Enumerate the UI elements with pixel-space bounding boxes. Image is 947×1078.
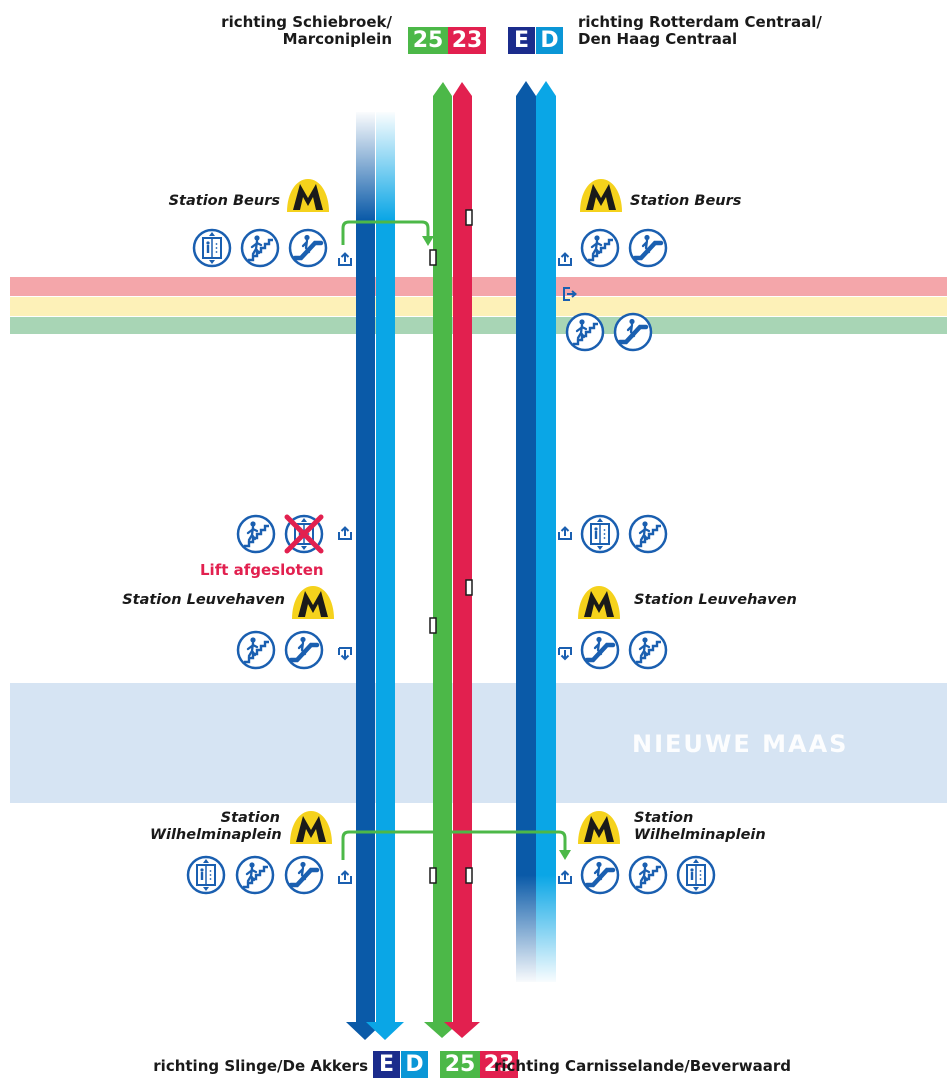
stairs-icon [628, 630, 668, 670]
stairs-icon [236, 514, 276, 554]
river-band [10, 683, 947, 803]
tram-badge-23-bottom: 23 [480, 1051, 518, 1078]
top-right-direction: richting Rotterdam Centraal/ Den Haag Ce… [578, 14, 838, 48]
stairs-icon [628, 855, 668, 895]
exit-icon [338, 526, 352, 540]
station-label-leuvehaven-left: Station Leuvehaven [122, 592, 285, 608]
escalator-icon [290, 230, 326, 266]
station-label-wilhelminaplein-right: Station Wilhelminaplein [634, 810, 774, 844]
escalator-icon [286, 632, 322, 668]
lift-icon [676, 855, 716, 895]
metro-logo-icon [578, 586, 620, 619]
exit-icon [558, 252, 572, 266]
metro-badge-d-bottom: D [401, 1051, 428, 1078]
station-label-line: Wilhelminaplein [634, 827, 766, 843]
direction-line: Den Haag Centraal [578, 30, 738, 48]
exit-icon [558, 647, 572, 660]
station-label-wilhelminaplein-left: Station Wilhelminaplein [150, 810, 282, 844]
metro-logo-icon [580, 179, 622, 212]
band-red [10, 277, 947, 296]
top-left-direction: richting Schiebroek/ Marconiplein [196, 14, 392, 48]
bottom-right-direction: richting Carnisselande/Beverwaard [494, 1057, 791, 1075]
metro-track-right [512, 81, 560, 985]
lift-icon [580, 514, 620, 554]
metro-logo-icon [287, 179, 329, 212]
lift-closed-cross-icon [284, 514, 324, 554]
transfer-arrows [341, 220, 567, 860]
lift-icon [186, 855, 226, 895]
station-label-beurs-right: Station Beurs [630, 193, 742, 209]
metro-badge-e: E [508, 27, 535, 54]
exit-icon [558, 870, 572, 884]
metro-track-left [344, 110, 406, 1040]
station-label-leuvehaven-right: Station Leuvehaven [634, 592, 797, 608]
river-label: NIEUWE MAAS [632, 730, 849, 758]
exit-icon [558, 526, 572, 540]
stairs-icon [235, 855, 275, 895]
metro-logo-icon [578, 811, 620, 844]
station-label-line: Wilhelminaplein [150, 827, 282, 843]
station-label-line: Station [220, 810, 280, 826]
escalator-icon [582, 857, 618, 893]
tram-track [424, 82, 480, 1038]
exit-icon [338, 870, 352, 884]
escalator-icon [582, 632, 618, 668]
station-label-line: Station [634, 810, 694, 826]
band-green [10, 317, 947, 334]
bottom-left-direction: richting Slinge/De Akkers [153, 1057, 368, 1075]
stairs-icon [236, 630, 276, 670]
exit-icon [338, 647, 352, 660]
lift-closed-notice: Lift afgesloten [200, 561, 324, 579]
lift-icon [192, 228, 232, 268]
escalator-icon [615, 314, 651, 350]
direction-line: richting Rotterdam Centraal/ [578, 13, 822, 31]
tram-badge-23: 23 [448, 27, 486, 54]
metro-badge-d: D [536, 27, 563, 54]
band-yellow [10, 297, 947, 316]
escalator-icon [630, 230, 666, 266]
stairs-icon [240, 228, 280, 268]
station-label-beurs-left: Station Beurs [168, 193, 280, 209]
tram-badge-25: 25 [408, 27, 448, 54]
exit-icon [338, 252, 352, 266]
direction-line: Marconiplein [282, 30, 392, 48]
metro-logo-icon [290, 811, 332, 844]
metro-badge-e-bottom: E [373, 1051, 400, 1078]
tram-badge-25-bottom: 25 [440, 1051, 480, 1078]
stairs-icon [628, 514, 668, 554]
stairs-icon [580, 228, 620, 268]
escalator-icon [286, 857, 322, 893]
stairs-icon [565, 312, 605, 352]
direction-line: richting Schiebroek/ [221, 13, 392, 31]
metro-logo-icon [292, 586, 334, 619]
platform-markers [429, 209, 473, 884]
